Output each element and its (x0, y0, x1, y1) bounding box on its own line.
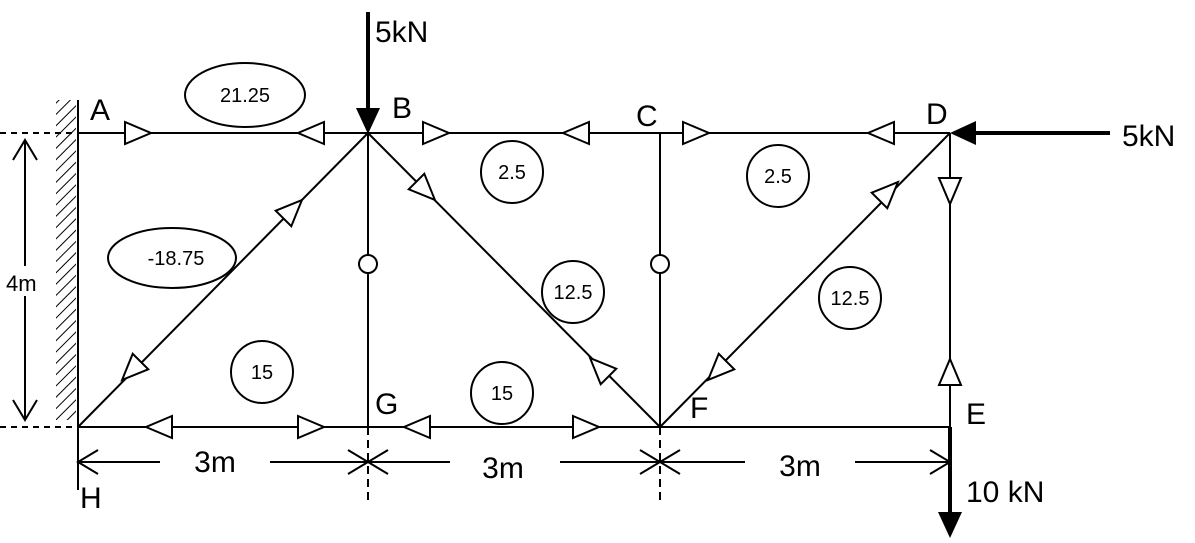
load-e-label: 10 kN (966, 476, 1044, 509)
direction-triangle-0 (124, 120, 154, 146)
node-e-label: E (966, 398, 986, 431)
force-gf: 15 (491, 383, 513, 405)
fixed-wall-support (56, 100, 79, 427)
force-ab: 21.25 (220, 85, 270, 107)
force-hb: -18.75 (148, 248, 205, 270)
direction-triangle-9 (297, 414, 327, 440)
direction-triangle-16 (869, 180, 900, 211)
height-label: 4m (6, 271, 37, 296)
direction-triangle-11 (572, 414, 602, 440)
direction-triangle-12 (273, 198, 304, 229)
zero-force-marker-cf (650, 254, 670, 274)
load-arrow-e (938, 427, 962, 538)
zero-force-marker-bg (358, 254, 378, 274)
force-bc: 2.5 (498, 162, 526, 184)
force-bf: 12.5 (554, 282, 593, 304)
member-hb (77, 132, 369, 428)
span-dimensions (76, 427, 952, 500)
load-d-label: 5kN (1122, 120, 1175, 153)
span-2-label: 3m (482, 452, 524, 485)
force-fd: 12.5 (831, 288, 870, 310)
direction-triangle-3 (560, 120, 590, 146)
load-b-label: 5kN (375, 16, 428, 49)
direction-triangle-15 (588, 356, 619, 387)
direction-triangle-13 (120, 351, 151, 382)
force-hg: 15 (251, 362, 273, 384)
node-d-label: D (926, 98, 948, 131)
direction-triangle-2 (422, 120, 452, 146)
node-a-label: A (90, 94, 110, 127)
node-c-label: C (636, 100, 658, 133)
member-force-labels (107, 62, 882, 425)
direction-triangle-7 (937, 356, 963, 386)
node-f-label: F (690, 392, 708, 425)
span-3-label: 3m (779, 450, 821, 483)
node-h-label: H (80, 482, 102, 515)
direction-triangle-6 (937, 177, 963, 207)
node-g-label: G (375, 388, 398, 421)
direction-triangle-4 (682, 120, 712, 146)
load-arrow-d (950, 121, 1110, 145)
force-cd: 2.5 (764, 166, 792, 188)
direction-triangle-17 (706, 351, 737, 382)
load-arrow-b (356, 12, 380, 134)
span-1-label: 3m (194, 446, 236, 479)
height-dimension (0, 132, 78, 428)
force-direction-arrows (120, 120, 963, 440)
direction-triangle-8 (143, 414, 173, 440)
direction-triangle-10 (401, 414, 431, 440)
direction-triangle-5 (865, 120, 895, 146)
node-b-label: B (392, 92, 412, 125)
direction-triangle-14 (406, 171, 437, 202)
direction-triangle-1 (295, 120, 325, 146)
